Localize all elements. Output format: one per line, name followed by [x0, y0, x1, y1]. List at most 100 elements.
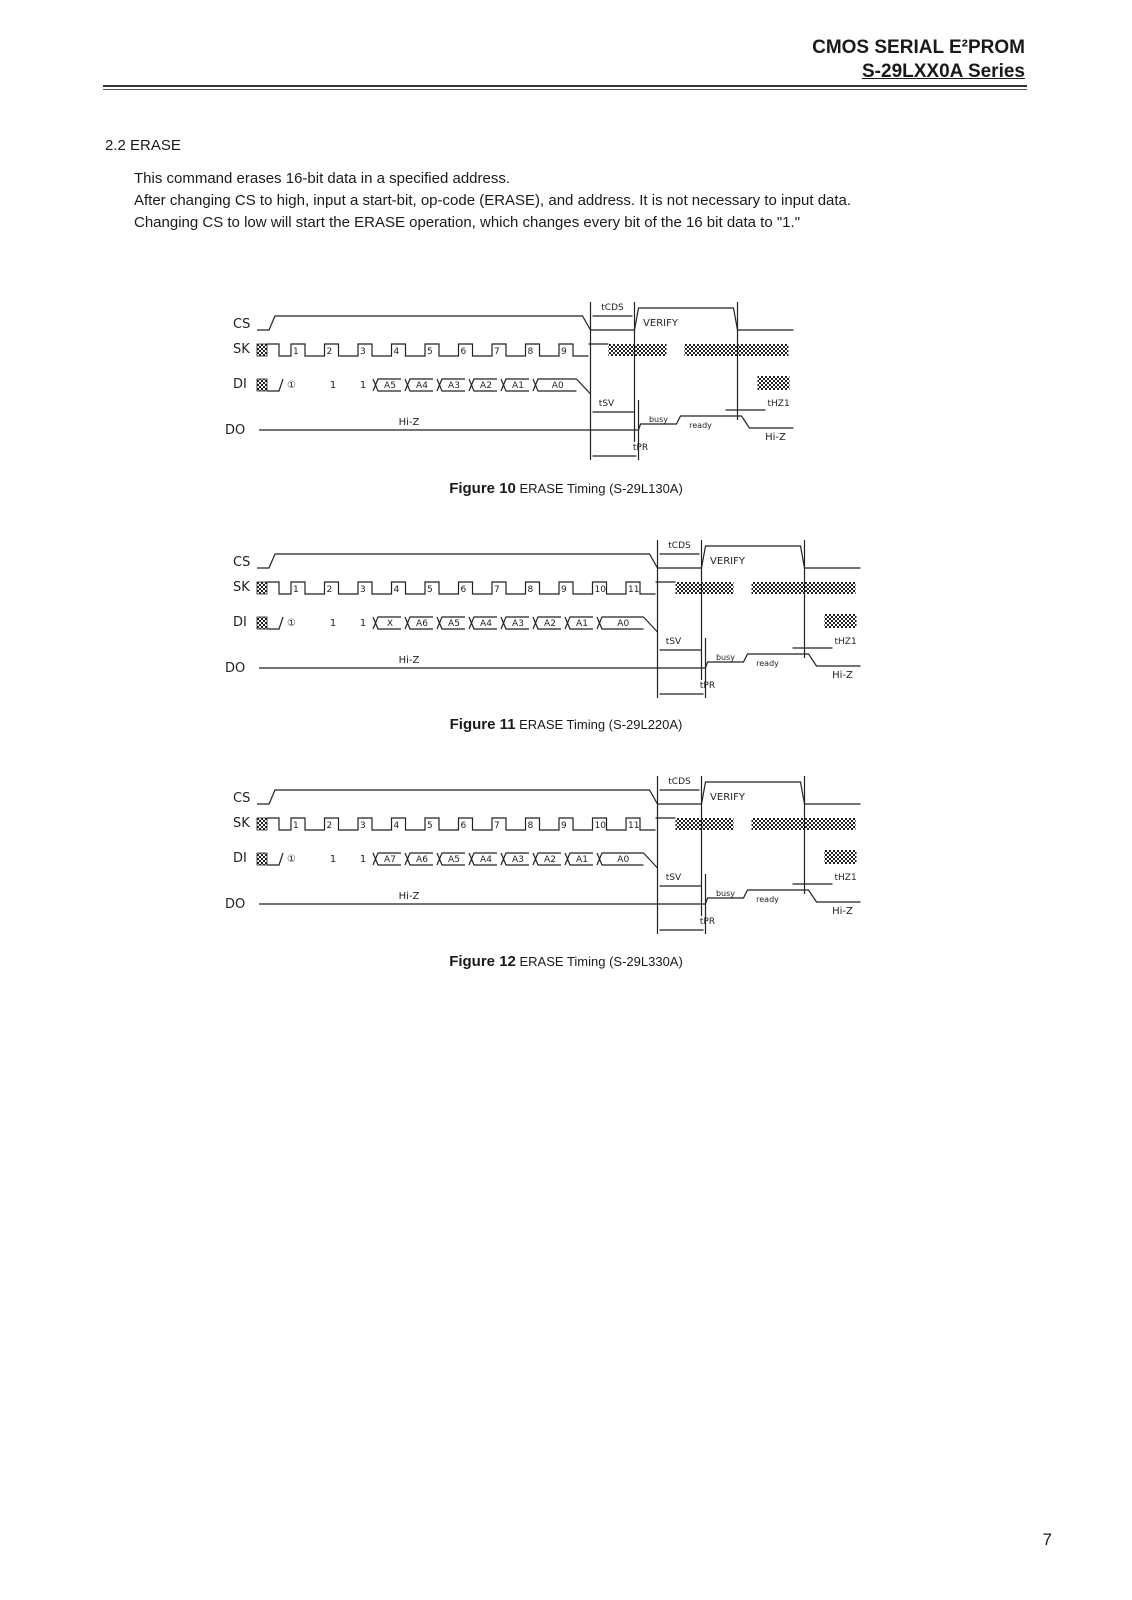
di-hatched-end	[757, 376, 790, 390]
ready-label: ready	[756, 659, 779, 668]
address-cell-top	[436, 852, 465, 866]
address-cell-bottom	[500, 616, 529, 630]
hiz-label-end: Hi-Z	[832, 906, 853, 917]
busy-label: busy	[716, 653, 735, 662]
signal-label-sk: SK	[233, 816, 250, 831]
address-cell-bottom	[468, 616, 497, 630]
sk-dont-care	[256, 581, 268, 595]
address-cell-top	[404, 378, 433, 392]
paragraph-line: Changing CS to low will start the ERASE …	[134, 214, 801, 231]
address-cell-bottom	[500, 378, 529, 392]
clock-number: 6	[461, 347, 467, 357]
address-bit: A1	[576, 619, 588, 629]
address-cell-bottom	[468, 378, 497, 392]
sk-hatched-verify	[675, 818, 734, 830]
start-bit-label: ①	[287, 854, 296, 865]
address-cell-top	[404, 852, 433, 866]
clock-number: 6	[461, 585, 467, 595]
cs-waveform	[257, 781, 861, 805]
cs-waveform	[257, 545, 861, 569]
tpr-label: tPR	[700, 917, 715, 927]
di-start	[267, 852, 284, 866]
di-dont-care	[256, 378, 268, 392]
signal-label-cs: CS	[233, 555, 250, 570]
address-cell-top	[532, 378, 577, 392]
address-cell-top	[596, 616, 644, 630]
clock-number: 4	[394, 347, 400, 357]
signal-label-do: DO	[225, 661, 245, 676]
clock-number: 10	[595, 585, 607, 595]
address-cell-bottom	[564, 616, 593, 630]
figure-number: Figure 11	[449, 716, 516, 733]
address-bit: A6	[416, 855, 428, 865]
address-cell-bottom	[468, 852, 497, 866]
hiz-label: Hi-Z	[399, 417, 420, 428]
figure-caption: Figure 11 ERASE Timing (S-29L220A)	[0, 716, 1132, 733]
verify-label: VERIFY	[710, 556, 746, 567]
address-cell-bottom	[404, 616, 433, 630]
sk-waveform	[267, 817, 656, 831]
header-rule-thin	[103, 89, 1027, 90]
clock-number: 3	[360, 821, 366, 831]
address-cell-bottom	[500, 852, 529, 866]
clock-number: 11	[628, 585, 639, 595]
clock-number: 3	[360, 347, 366, 357]
clock-number: 9	[561, 347, 567, 357]
clock-number: 9	[561, 821, 567, 831]
di-dont-care	[256, 852, 268, 866]
ready-label: ready	[689, 421, 712, 430]
di-hatched-end	[824, 850, 857, 864]
di-dont-care	[256, 616, 268, 630]
address-cell-top	[564, 852, 593, 866]
clock-number: 1	[293, 821, 299, 831]
clock-number: 7	[494, 585, 500, 595]
address-bit: A2	[480, 381, 492, 391]
address-bit: A0	[617, 619, 629, 629]
header-series: S-29LXX0A Series	[862, 61, 1025, 82]
thz-label: tHZ1	[835, 637, 857, 647]
tsv-label: tSV	[666, 873, 682, 883]
signal-label-di: DI	[233, 377, 247, 392]
sk-hatched-ready	[751, 582, 856, 594]
tcds-label: tCDS	[668, 541, 691, 551]
address-cell-top	[372, 852, 401, 866]
address-cell-bottom	[372, 852, 401, 866]
clock-number: 2	[327, 585, 333, 595]
start-bit-label: ①	[287, 380, 296, 391]
header-rule	[103, 85, 1027, 87]
tcds-label: tCDS	[601, 303, 624, 313]
address-bit: A2	[544, 619, 556, 629]
sk-hatched-ready	[684, 344, 789, 356]
clock-number: 10	[595, 821, 607, 831]
address-bit: A1	[512, 381, 524, 391]
address-cell-bottom	[372, 616, 401, 630]
address-bit: A2	[544, 855, 556, 865]
di-end	[643, 852, 658, 869]
busy-label: busy	[716, 889, 735, 898]
signal-label-cs: CS	[233, 791, 250, 806]
address-cell-top	[372, 378, 401, 392]
tpr-label: tPR	[633, 443, 648, 453]
clock-number: 5	[427, 347, 433, 357]
address-cell-bottom	[404, 852, 433, 866]
clock-number: 7	[494, 821, 500, 831]
address-cell-bottom	[436, 616, 465, 630]
address-bit: A3	[512, 619, 524, 629]
signal-label-sk: SK	[233, 342, 250, 357]
clock-number: 7	[494, 347, 500, 357]
di-start	[267, 378, 284, 392]
signal-label-sk: SK	[233, 580, 250, 595]
ready-label: ready	[756, 895, 779, 904]
address-bit: A0	[552, 381, 564, 391]
busy-label: busy	[649, 415, 668, 424]
opcode-bit: 1	[330, 854, 336, 865]
tsv-label: tSV	[666, 637, 682, 647]
address-bit: A6	[416, 619, 428, 629]
address-bit: A5	[448, 855, 460, 865]
tpr-label: tPR	[700, 681, 715, 691]
address-bit: A0	[617, 855, 629, 865]
clock-number: 4	[394, 585, 400, 595]
opcode-bit: 1	[360, 380, 366, 391]
